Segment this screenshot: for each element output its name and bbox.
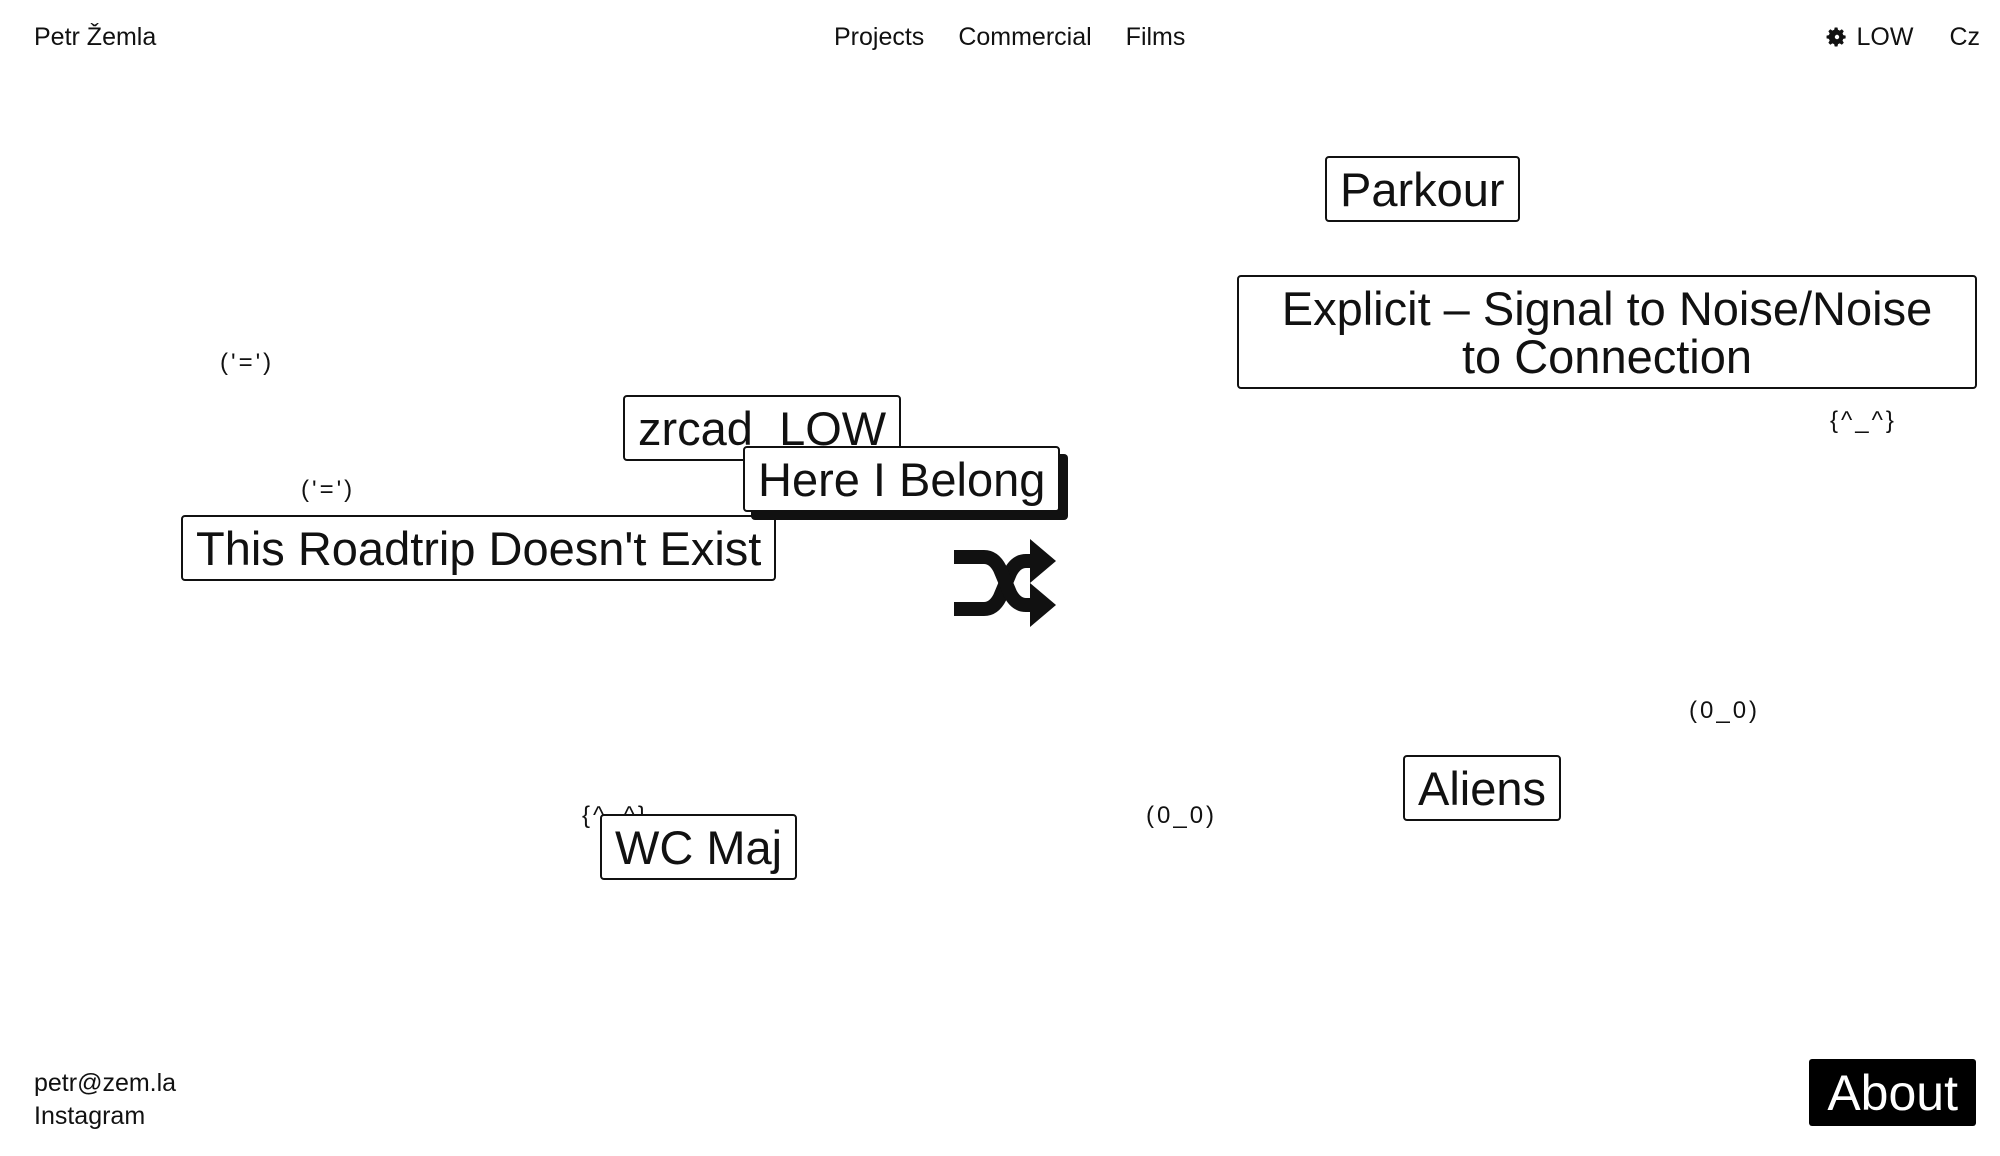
shuffle-icon — [950, 535, 1060, 630]
project-zrcad-low[interactable]: zrcad_LOW — [623, 395, 902, 461]
gear-icon — [1826, 26, 1848, 48]
emoticon: (0_0) — [1146, 802, 1218, 829]
language-switch[interactable]: Cz — [1949, 23, 1980, 51]
project-roadtrip[interactable]: This Roadtrip Doesn't Exist — [181, 515, 777, 581]
emoticon: ('=') — [220, 349, 275, 376]
project-aliens[interactable]: Aliens — [1403, 755, 1562, 821]
emoticon: (0_0) — [1689, 697, 1761, 724]
nav-projects[interactable]: Projects — [834, 23, 925, 51]
emoticon: ('=') — [301, 476, 356, 503]
quality-toggle[interactable]: LOW — [1826, 20, 1913, 54]
email-link[interactable]: petr@zem.la — [34, 1069, 177, 1097]
shuffle-button[interactable] — [950, 535, 1060, 630]
quality-label: LOW — [1856, 23, 1914, 51]
project-explicit[interactable]: Explicit – Signal to Noise/Noise to Conn… — [1237, 275, 1977, 389]
project-wc-maj[interactable]: WC Maj — [600, 814, 798, 880]
instagram-link[interactable]: Instagram — [34, 1102, 146, 1130]
about-button[interactable]: About — [1809, 1059, 1976, 1126]
project-parkour[interactable]: Parkour — [1325, 156, 1520, 222]
footer-links: petr@zem.la Instagram — [34, 1067, 176, 1133]
project-here-i-belong[interactable]: Here I Belong — [743, 446, 1061, 512]
main-nav: Projects Commercial Films — [834, 20, 1185, 54]
nav-commercial[interactable]: Commercial — [958, 23, 1092, 51]
nav-films[interactable]: Films — [1125, 23, 1186, 51]
emoticon: {^_^} — [1830, 407, 1897, 434]
header-controls: LOW Cz — [1826, 20, 1980, 54]
site-name-link[interactable]: Petr Žemla — [34, 23, 157, 51]
